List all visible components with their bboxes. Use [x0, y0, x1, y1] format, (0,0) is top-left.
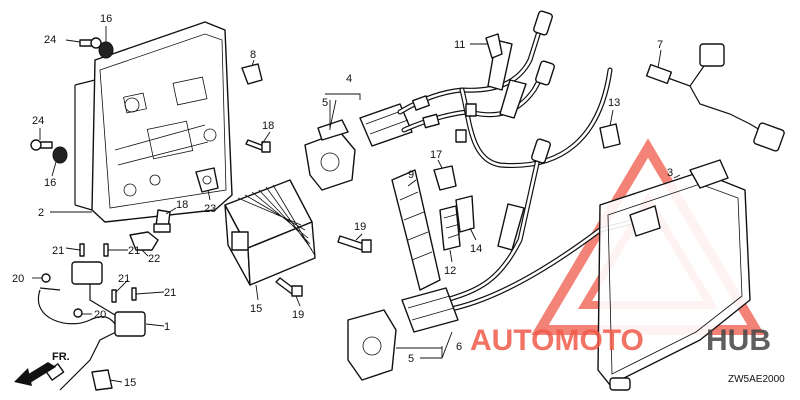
- leader-lines: [32, 26, 681, 383]
- callout-6: 6: [456, 341, 462, 353]
- plug-cap-leads-upper: [455, 10, 613, 169]
- part-19-bolt-low: [275, 277, 303, 297]
- callout-19-mid: 19: [354, 221, 366, 233]
- part-12-clip: [599, 123, 621, 149]
- part-9-clip: [241, 63, 263, 85]
- part-7-wire-holder: [391, 169, 441, 291]
- watermark-text-hub: HUB: [706, 324, 771, 357]
- part-8-sensor-harness: [645, 43, 785, 152]
- callout-5-upper: 5: [322, 97, 328, 109]
- part-14-inverter-module: [224, 179, 316, 286]
- callout-18-bottom: 18: [176, 199, 188, 211]
- callout-17: 17: [430, 149, 442, 161]
- callout-23: 23: [204, 203, 216, 215]
- callout-14: 15: [250, 303, 262, 315]
- callout-11: 12: [444, 265, 456, 277]
- callout-24-left: 24: [32, 115, 44, 127]
- callout-15: 15: [124, 377, 136, 389]
- callout-12: 13: [608, 97, 620, 109]
- part-17-clamp: [433, 165, 457, 191]
- part-18-screw-right: [245, 139, 271, 153]
- callout-19-low: 19: [292, 309, 304, 321]
- part-16-grommet-left: [52, 146, 68, 164]
- callout-8: 7: [657, 39, 663, 51]
- front-label: FR.: [52, 351, 70, 363]
- callout-21-b: 21: [128, 245, 140, 257]
- callout-9: 8: [250, 49, 256, 61]
- part-6-ignition-coil-lower: [401, 287, 459, 333]
- callout-16-left: 16: [44, 177, 56, 189]
- callout-2: 2: [38, 207, 44, 219]
- callout-24-top: 24: [44, 34, 56, 46]
- callout-20-a: 20: [12, 273, 24, 285]
- part-4-ignition-coil-upper: [359, 87, 473, 147]
- callout-21-a: 21: [52, 245, 64, 257]
- part-21-screws: [79, 243, 137, 303]
- callout-1: 1: [164, 321, 170, 333]
- callout-21-d: 21: [164, 287, 176, 299]
- callout-4: 4: [346, 73, 352, 85]
- callout-numbers: 16 24 8 18 24 16 2 23 18 4 5 11 7 13 3 9…: [12, 13, 673, 389]
- part-10-clip: [485, 33, 503, 59]
- callout-5-lower: 5: [408, 353, 414, 365]
- part-5-coil-core-lower: [347, 309, 397, 381]
- callout-10: 11: [454, 39, 465, 51]
- part-18-screw-bottom: [153, 209, 171, 233]
- part-22-bracket: [129, 231, 159, 251]
- part-3-rear-cover: [597, 159, 751, 391]
- callout-21-c: 21: [118, 273, 130, 285]
- part-13-clamp: [455, 195, 475, 233]
- part-24-bolt-top: [79, 37, 102, 49]
- callout-7: 9: [408, 169, 414, 181]
- diagram-code: ZW5AE2000: [728, 374, 785, 385]
- part-19-bolt-mid: [337, 235, 372, 253]
- callout-16-top: 16: [100, 13, 112, 25]
- part-23-clip: [195, 167, 219, 193]
- callout-22: 22: [148, 253, 160, 265]
- callout-20-b: 20: [94, 309, 106, 321]
- part-15-clamp: [91, 369, 113, 391]
- watermark-text-main: AUTOMOTO: [470, 324, 644, 357]
- callout-13: 14: [470, 243, 482, 255]
- plug-cap-leads-lower: [443, 138, 643, 313]
- part-24-bolt-left: [30, 139, 53, 151]
- part-5-coil-core-upper: [304, 119, 356, 191]
- part-11-clamp: [439, 205, 461, 251]
- callout-3: 3: [667, 167, 673, 179]
- callout-18-right: 18: [262, 120, 274, 132]
- front-arrow-icon: [14, 362, 56, 386]
- part-16-grommet-top: [98, 41, 114, 59]
